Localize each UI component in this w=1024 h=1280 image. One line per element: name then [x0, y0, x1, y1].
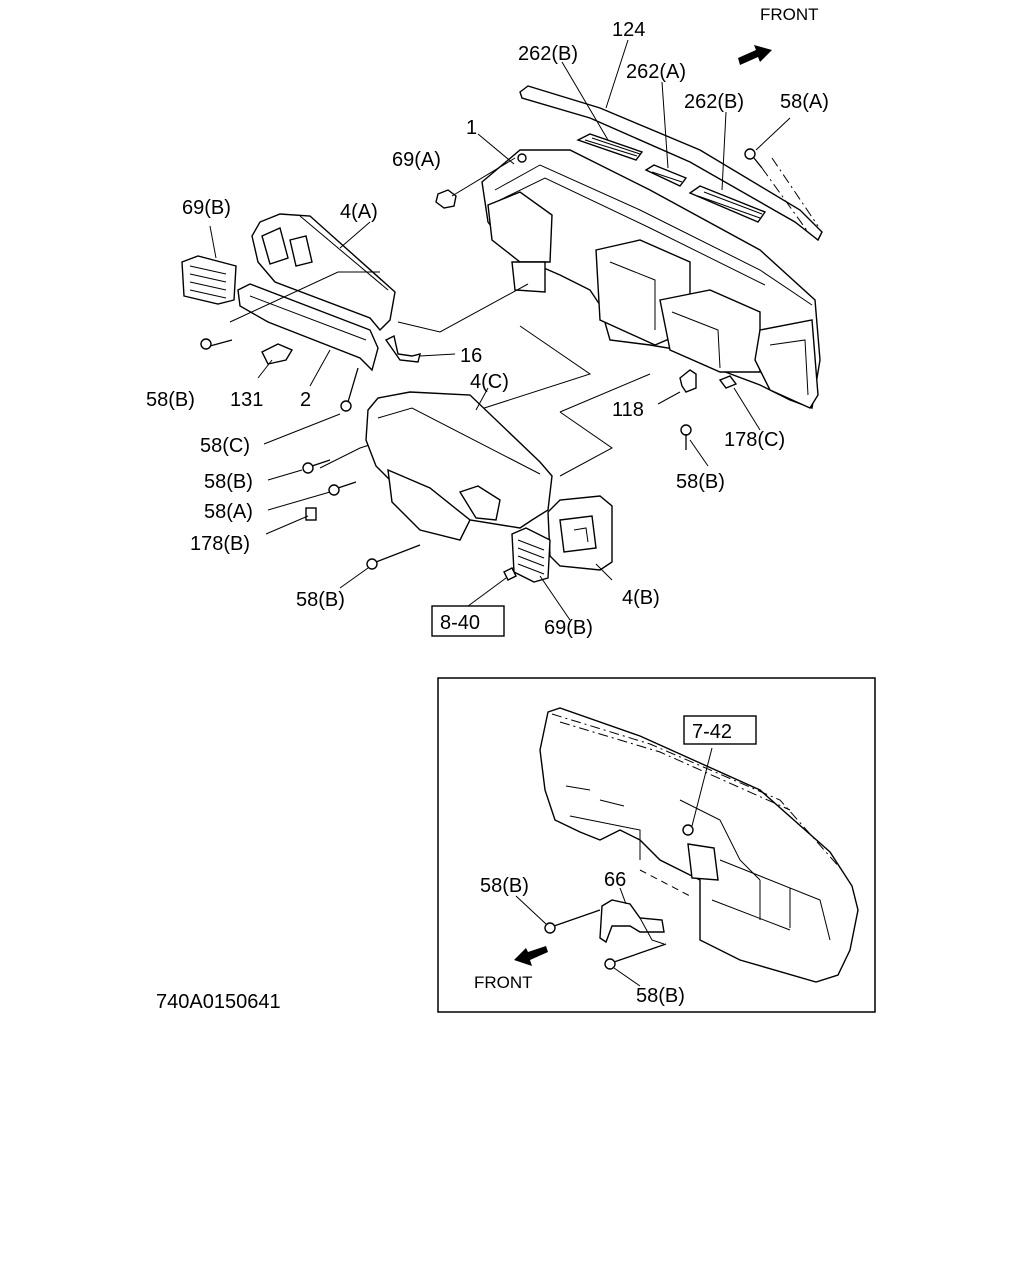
screw-58b-low	[366, 544, 421, 570]
label-69a: 69(A)	[392, 149, 441, 171]
label-4a: 4(A)	[340, 201, 378, 223]
defroster-trim-strip	[519, 85, 823, 242]
clip-178c	[718, 375, 738, 389]
front-indicator: FRONT	[738, 5, 819, 65]
label-16: 16	[460, 345, 482, 367]
ref-7-42-label: 7-42	[692, 721, 732, 743]
label-178c: 178(C)	[724, 429, 785, 451]
inset-label-58b-b: 58(B)	[636, 985, 685, 1007]
label-4b: 4(B)	[622, 587, 660, 609]
inset-detail: FRONT 58(B) 66 58(B) 7-42	[437, 677, 876, 1013]
label-118: 118	[612, 399, 644, 421]
label-124: 124	[612, 19, 645, 41]
grille-69b-low	[503, 527, 551, 583]
label-58a-mid: 58(A)	[204, 501, 253, 523]
screw-58a-top	[744, 148, 819, 233]
bracket-16	[384, 334, 456, 363]
screw-58c	[340, 367, 359, 412]
label-262a: 262(A)	[626, 61, 686, 83]
label-58c: 58(C)	[200, 435, 250, 457]
ref-box-7-42[interactable]: 7-42	[683, 715, 757, 745]
grille-69b-left	[181, 225, 237, 305]
label-58b-mid: 58(B)	[204, 471, 253, 493]
label-58b-left: 58(B)	[146, 389, 195, 411]
drawing-number: 740A0150641	[156, 991, 281, 1013]
clip-178b	[305, 507, 317, 521]
screw-58b-mid	[302, 459, 331, 474]
bracket-2	[237, 283, 379, 372]
inset-front-label: FRONT	[474, 973, 533, 992]
inset-label-66: 66	[604, 869, 626, 891]
ref-8-40-label: 8-40	[440, 612, 480, 634]
label-2: 2	[300, 389, 311, 411]
clip-69a	[435, 157, 516, 209]
inset-label-58b-a: 58(B)	[480, 875, 529, 897]
bracket-118	[657, 369, 697, 405]
screw-58b-left	[200, 338, 233, 350]
front-arrow-icon	[738, 45, 772, 65]
inset-front-arrow-icon	[514, 946, 548, 966]
screw-58b-right	[680, 424, 692, 450]
label-178b: 178(B)	[190, 533, 250, 555]
label-69b-left: 69(B)	[182, 197, 231, 219]
leader-lines	[257, 39, 791, 621]
ref-box-8-40[interactable]: 8-40	[431, 605, 505, 637]
front-label: FRONT	[760, 5, 819, 24]
label-58b-right: 58(B)	[676, 471, 725, 493]
label-69b-low: 69(B)	[544, 617, 593, 639]
instrument-panel-main	[481, 133, 821, 409]
screw-58a-mid	[328, 481, 357, 496]
label-4c: 4(C)	[470, 371, 509, 393]
glove-box-4c	[365, 391, 553, 541]
label-131: 131	[230, 389, 263, 411]
cover-4a	[251, 213, 396, 332]
part-labels: 124 262(B) 262(A) 262(B) 58(A) 1 69(A) 6…	[146, 19, 829, 639]
cover-4b	[547, 495, 613, 571]
label-58a-top: 58(A)	[780, 91, 829, 113]
label-262b-right: 262(B)	[684, 91, 744, 113]
label-262b-top: 262(B)	[518, 43, 578, 65]
label-58b-low: 58(B)	[296, 589, 345, 611]
label-1: 1	[466, 117, 477, 139]
